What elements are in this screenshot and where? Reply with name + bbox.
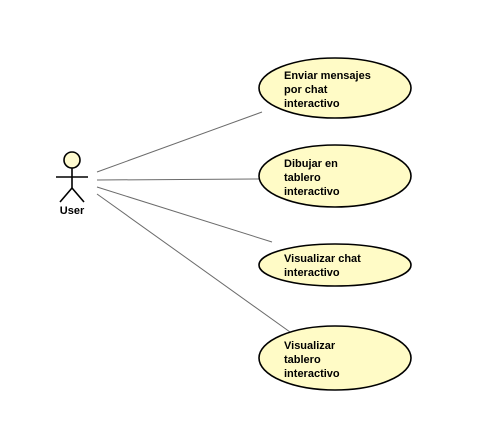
use-case-label: Enviar mensajes por chat interactivo [284,70,374,110]
use-case-label-line: interactivo [284,186,340,198]
use-case-ellipse [258,57,412,119]
use-case-dibujar-tablero[interactable]: Dibujar en tablero interactivo [258,144,412,208]
use-case-label-line: por chat [284,84,328,96]
use-case-label-line: interactivo [284,368,340,380]
use-case-label-line: Visualizar chat [284,253,361,265]
association-line-1 [96,111,263,173]
use-case-label: Visualizar tablero interactivo [284,340,340,380]
actor-user[interactable]: User [56,151,88,217]
use-case-label-line: Dibujar en [284,158,338,170]
use-case-ellipse [258,144,412,208]
use-case-visualizar-chat[interactable]: Visualizar chat interactivo [258,243,412,287]
use-case-ellipse [258,243,412,287]
use-case-label-line: tablero [284,172,321,184]
association-lines [96,111,291,333]
use-case-enviar-mensajes[interactable]: Enviar mensajes por chat interactivo [258,57,412,119]
use-case-label-line: tablero [284,354,321,366]
use-case-label-line: Visualizar [284,340,336,352]
association-line-3 [96,186,273,243]
use-case-label-line: interactivo [284,267,340,279]
association-line-2 [96,178,263,181]
use-case-visualizar-tablero[interactable]: Visualizar tablero interactivo [258,325,412,391]
actor-label: User [60,205,85,217]
actor-left-leg [59,187,73,203]
actor-right-leg [71,187,85,203]
use-case-label-line: Enviar mensajes [284,70,371,82]
use-case-ellipse [258,325,412,391]
use-case-label-line: interactivo [284,98,340,110]
actor-head [63,151,81,169]
association-line-4 [96,193,291,333]
use-case-label: Dibujar en tablero interactivo [284,158,341,198]
use-case-label: Visualizar chat interactivo [284,253,364,279]
